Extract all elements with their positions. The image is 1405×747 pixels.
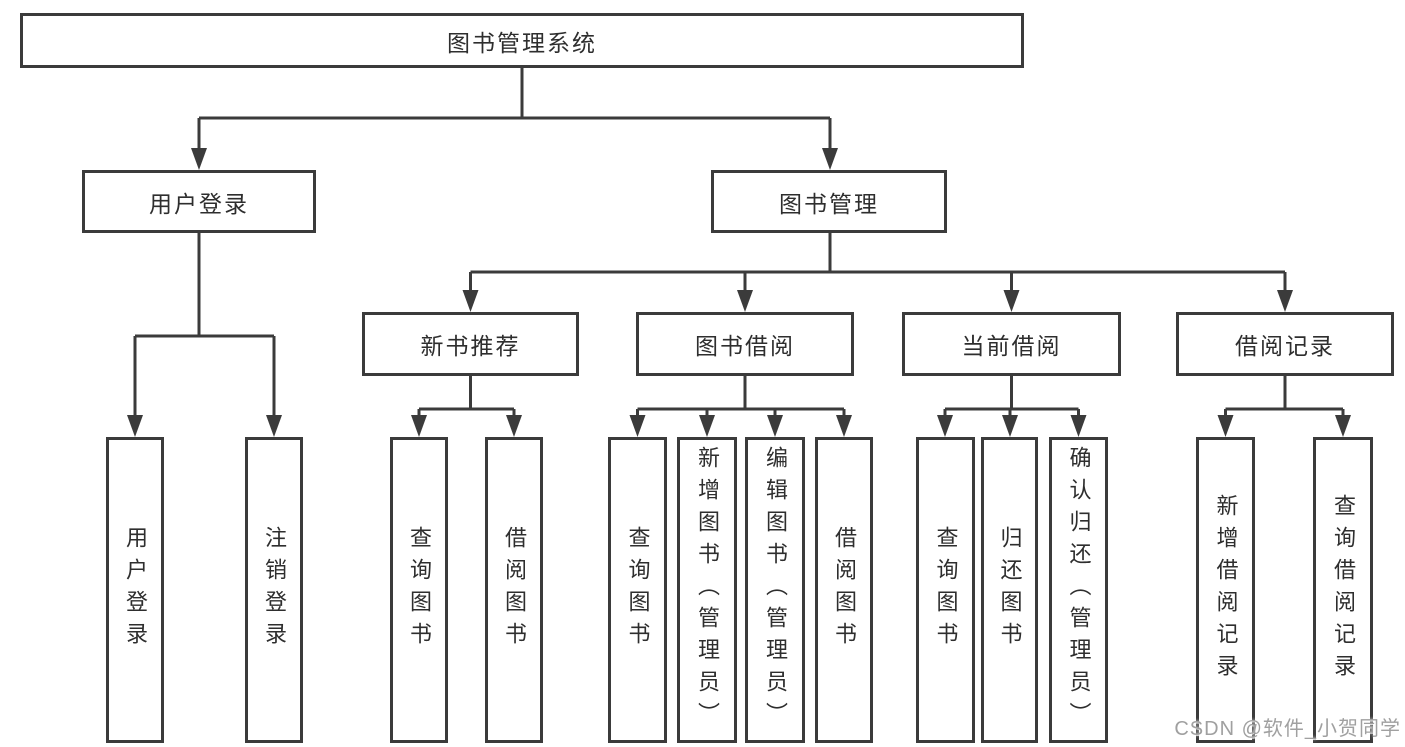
leaf-confirm-return-admin: 确认归还（管理员） — [1049, 437, 1108, 743]
leaf-add-borrow-record: 新增借阅记录 — [1196, 437, 1255, 743]
leaf-logout: 注销登录 — [245, 437, 303, 743]
leaf-add-books-admin: 新增图书（管理员） — [677, 437, 737, 743]
connector-current-borrow-to-leaves — [937, 376, 1087, 437]
arrowhead-icon — [411, 415, 427, 437]
arrowhead-icon — [506, 415, 522, 437]
arrowhead-icon — [127, 415, 143, 437]
node-root-system: 图书管理系统 — [20, 13, 1024, 68]
leaf-borrow-books-1: 借阅图书 — [485, 437, 543, 743]
leaf-query-books-2: 查询图书 — [608, 437, 667, 743]
arrowhead-icon — [629, 415, 646, 437]
leaf-query-books-3: 查询图书 — [916, 437, 975, 743]
leaf-edit-books-admin: 编辑图书（管理员） — [745, 437, 805, 743]
node-borrow-records: 借阅记录 — [1176, 312, 1394, 376]
arrowhead-icon — [1277, 290, 1293, 312]
arrowhead-icon — [767, 415, 783, 437]
arrowhead-icon — [462, 290, 479, 312]
arrowhead-icon — [1335, 415, 1351, 437]
arrowhead-icon — [266, 415, 282, 437]
arrowhead-icon — [1217, 415, 1234, 437]
connector-root-to-level2 — [191, 68, 838, 170]
watermark-text: CSDN @软件_小贺同学 — [1174, 718, 1401, 740]
arrowhead-icon — [937, 415, 953, 437]
node-new-book-recommend: 新书推荐 — [362, 312, 579, 376]
arrowhead-icon — [1070, 415, 1087, 437]
connector-user-login-to-leaves — [127, 233, 282, 437]
arrowhead-icon — [836, 415, 852, 437]
connector-book-borrow-to-leaves — [629, 376, 852, 437]
node-user-login: 用户登录 — [82, 170, 316, 233]
leaf-return-books: 归还图书 — [981, 437, 1038, 743]
connector-new-book-to-leaves — [411, 376, 522, 437]
connector-book-management-to-level3 — [462, 233, 1293, 312]
leaf-query-books-1: 查询图书 — [390, 437, 448, 743]
connector-borrow-records-to-leaves — [1217, 376, 1351, 437]
leaf-user-login: 用户登录 — [106, 437, 164, 743]
arrowhead-icon — [1002, 415, 1018, 437]
arrowhead-icon — [822, 148, 838, 170]
node-book-management: 图书管理 — [711, 170, 947, 233]
arrowhead-icon — [191, 148, 207, 170]
leaf-query-borrow-record: 查询借阅记录 — [1313, 437, 1373, 743]
node-book-borrow: 图书借阅 — [636, 312, 854, 376]
arrowhead-icon — [737, 290, 753, 312]
node-current-borrow: 当前借阅 — [902, 312, 1121, 376]
arrowhead-icon — [699, 415, 715, 437]
leaf-borrow-books-2: 借阅图书 — [815, 437, 873, 743]
arrowhead-icon — [1003, 290, 1020, 312]
